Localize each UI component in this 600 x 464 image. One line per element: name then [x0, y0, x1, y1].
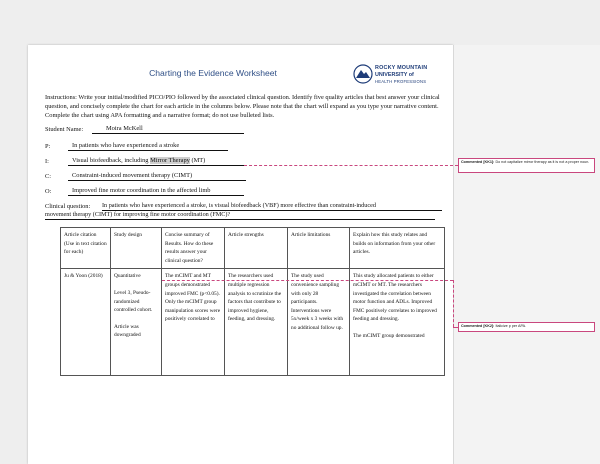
- cell-summary[interactable]: The mCIMT and MT groups demonstrated imp…: [161, 268, 225, 377]
- mountain-logo-icon: [353, 64, 373, 84]
- instructions-text: Instructions: Write your initial/modifie…: [45, 94, 440, 120]
- header-strengths: Article strengths: [224, 226, 288, 270]
- strengths-text: The researchers used multiple regression…: [228, 273, 282, 323]
- header-summary-text: Concise summary of Results. How do these…: [165, 232, 214, 264]
- clinical-question-label: Clinical question:: [45, 203, 91, 210]
- limitations-text: The study used convenience sampling with…: [291, 273, 344, 331]
- comment-2-text: Italicize p per APA.: [495, 324, 527, 328]
- student-name-label: Student Name:: [45, 126, 84, 133]
- header-relation: Explain how this study relates and build…: [349, 226, 445, 270]
- evidence-table: Article citation (Use in text citation f…: [60, 226, 445, 377]
- header-strengths-text: Article strengths: [228, 232, 264, 238]
- comment-2-author: Commented [KK2]:: [461, 324, 495, 328]
- cell-limitations[interactable]: The study used convenience sampling with…: [287, 268, 350, 377]
- table-row: Ju & Yoon (2018) Quantitative Level 3, P…: [60, 268, 445, 377]
- logo-text-line2: UNIVERSITY of: [375, 72, 414, 78]
- clinical-question-line2[interactable]: movement therapy (CIMT) for improving fi…: [45, 211, 435, 220]
- pico-i-field[interactable]: Visual biofeedback, including Mirror The…: [68, 157, 246, 166]
- pico-o-field[interactable]: Improved fine motor coordination in the …: [68, 187, 244, 196]
- header-citation: Article citation (Use in text citation f…: [60, 226, 111, 270]
- comment-2-connector-vertical: [453, 280, 454, 327]
- summary-text: The mCIMT and MT groups demonstrated imp…: [165, 273, 221, 323]
- comment-1-text: Do not capitalize mirror therapy as it i…: [495, 160, 590, 164]
- pico-c-field[interactable]: Constraint-induced movement therapy (CIM…: [68, 172, 246, 181]
- comment-1-author: Commented [KK1]:: [461, 160, 495, 164]
- pico-p-label: P:: [45, 143, 51, 150]
- header-design-text: Study design: [114, 232, 143, 238]
- design-level: Level 3, Pseudo-randomized controlled co…: [114, 289, 153, 314]
- pico-p-field[interactable]: In patients who have experienced a strok…: [68, 142, 228, 151]
- comment-2[interactable]: Commented [KK2]: Italicize p per APA.: [458, 322, 595, 332]
- pico-i-label: I:: [45, 158, 49, 165]
- logo-text-line3: HEALTH PROFESSIONS: [375, 79, 427, 84]
- relation-text-continued: The mCIMT group demonstrated: [353, 332, 425, 339]
- cell-relation[interactable]: This study allocated patients to either …: [349, 268, 445, 377]
- header-limitations: Article limitations: [287, 226, 350, 270]
- clinical-question-line1[interactable]: In patients who have experienced a strok…: [102, 202, 442, 211]
- citation-text: Ju & Yoon (2018): [64, 273, 103, 280]
- cell-design[interactable]: Quantitative Level 3, Pseudo-randomized …: [110, 268, 162, 377]
- header-relation-text: Explain how this study relates and build…: [353, 232, 436, 256]
- pico-i-text-start: Visual biofeedback, including: [72, 157, 151, 164]
- pico-c-label: C:: [45, 173, 52, 180]
- university-logo: ROCKY MOUNTAIN UNIVERSITY of HEALTH PROF…: [353, 62, 453, 88]
- relation-text: This study allocated patients to either …: [353, 273, 437, 323]
- document-title: Charting the Evidence Worksheet: [149, 68, 277, 78]
- student-name-field[interactable]: Moira McKell: [92, 125, 244, 134]
- header-summary: Concise summary of Results. How do these…: [161, 226, 225, 270]
- pico-i-text-end: (MT): [189, 157, 206, 164]
- table-header-row: Article citation (Use in text citation f…: [60, 226, 445, 270]
- comment-2-connector-anchor: [162, 280, 453, 281]
- logo-text-line1: ROCKY MOUNTAIN: [375, 65, 428, 71]
- design-note: Article was downgraded: [114, 323, 141, 339]
- header-citation-text: Article citation (Use in text citation f…: [64, 232, 107, 256]
- cell-strengths[interactable]: The researchers used multiple regression…: [224, 268, 288, 377]
- pico-o-label: O:: [45, 188, 52, 195]
- comment-2-connector: [453, 327, 458, 328]
- header-limitations-text: Article limitations: [291, 232, 331, 238]
- header-design: Study design: [110, 226, 162, 270]
- comment-1-connector: [244, 165, 458, 166]
- comments-pane: [453, 45, 600, 464]
- commented-text-mirror-therapy[interactable]: Mirror Therapy: [150, 157, 190, 164]
- cell-citation[interactable]: Ju & Yoon (2018): [60, 268, 111, 377]
- comment-1[interactable]: Commented [KK1]: Do not capitalize mirro…: [458, 158, 595, 173]
- design-type: Quantitative: [114, 273, 141, 280]
